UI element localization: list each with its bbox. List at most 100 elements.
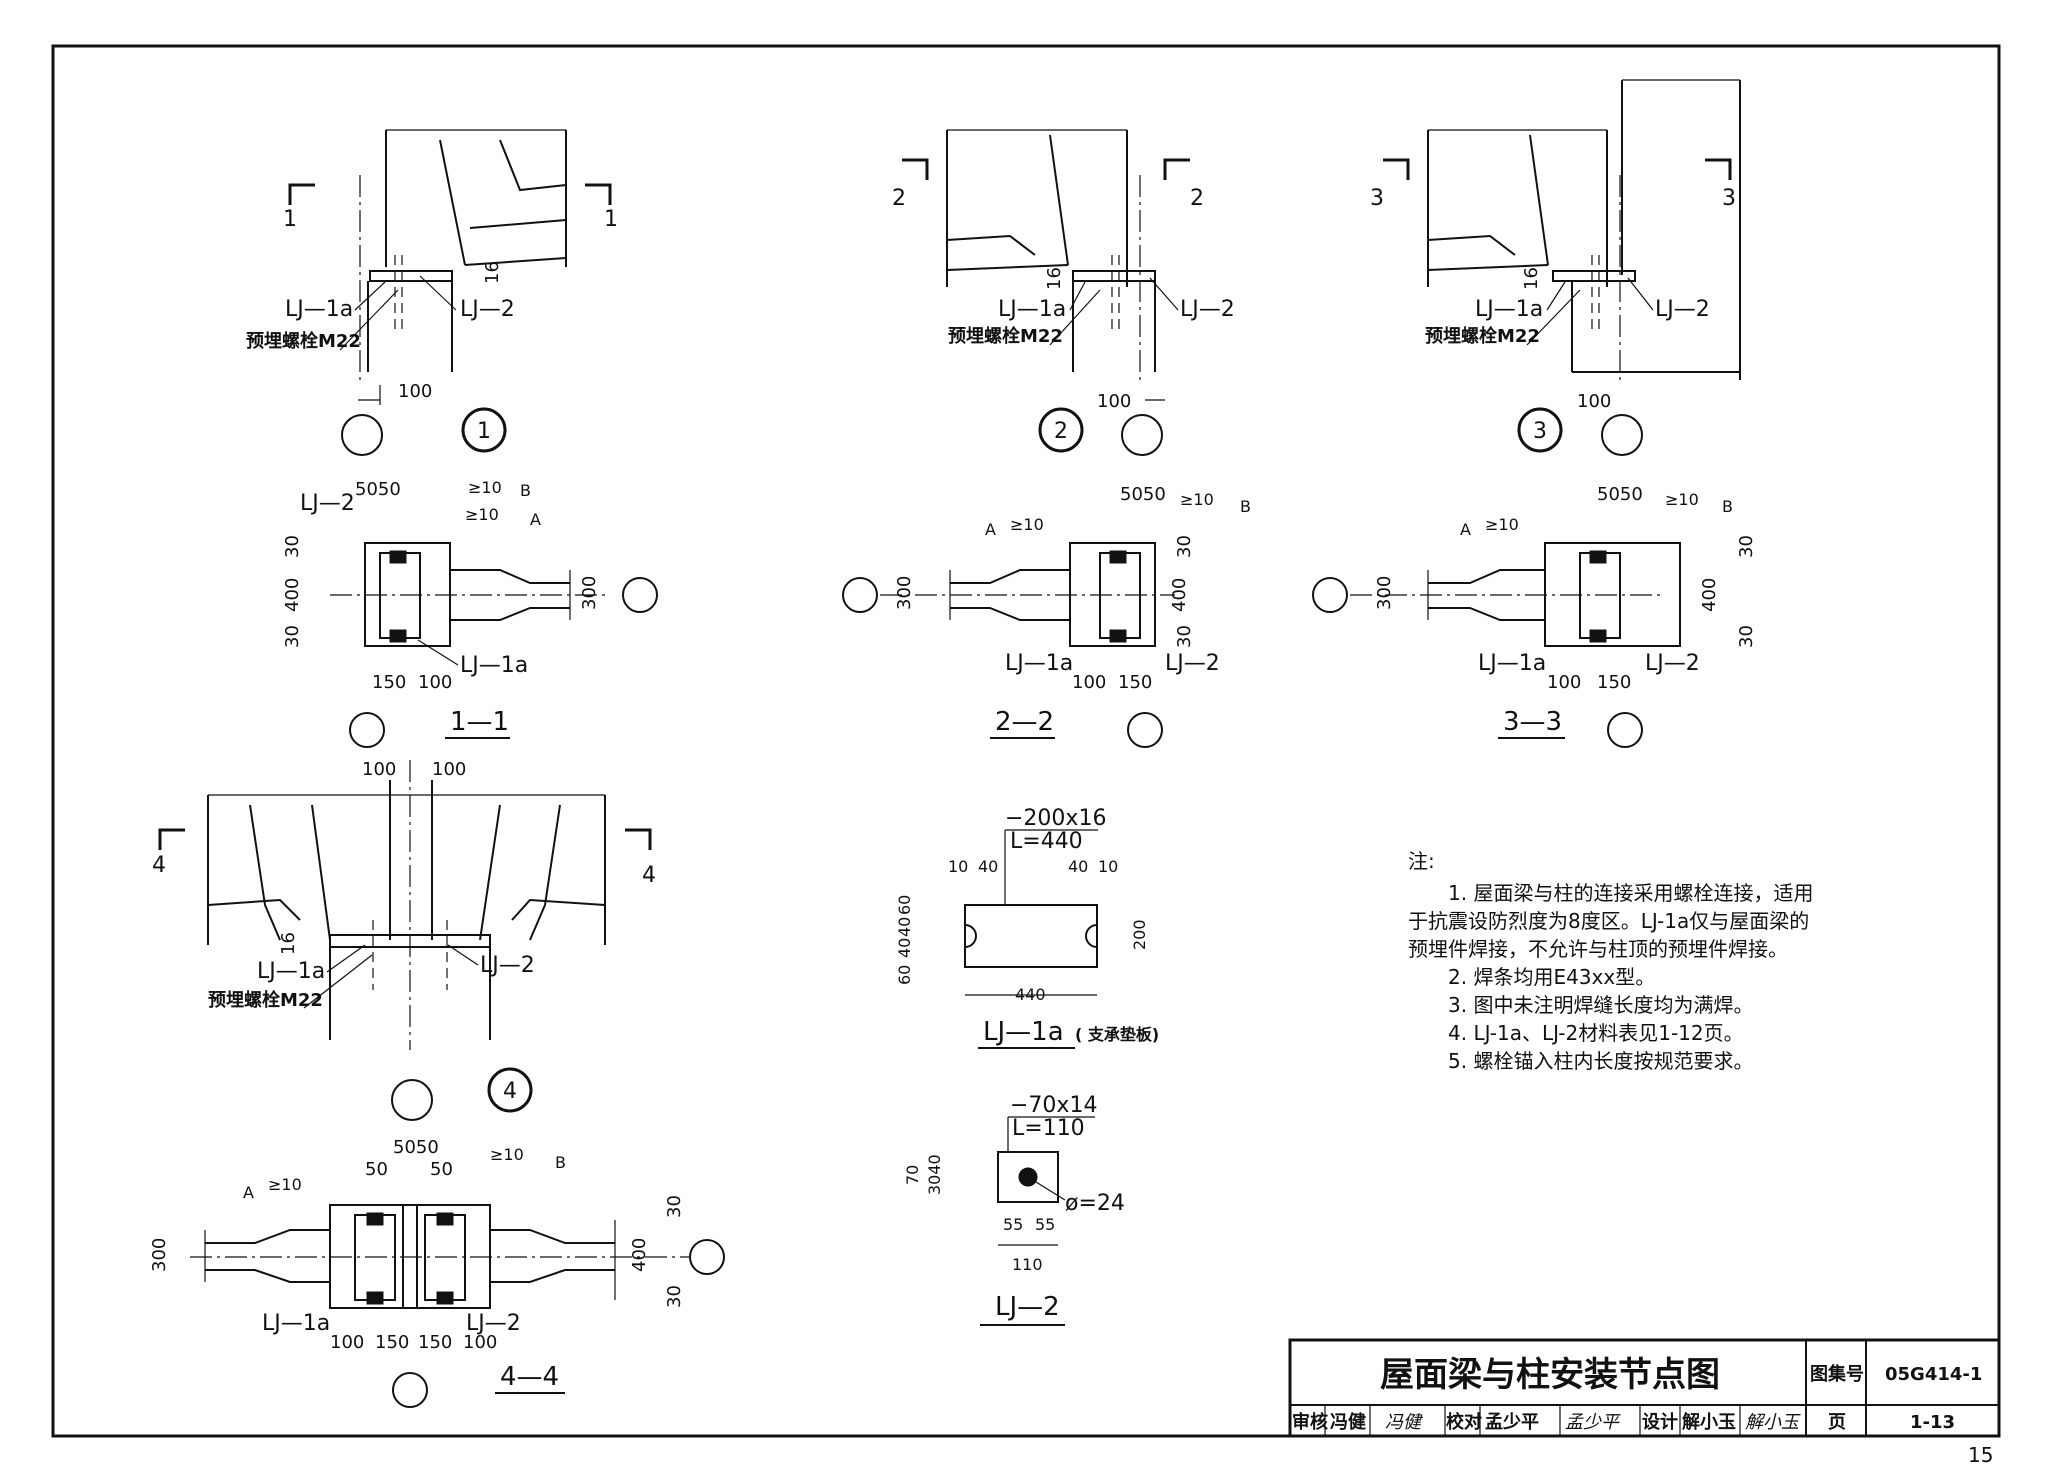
dim-100: 100 — [398, 381, 432, 402]
axis-circle-3-3-left — [1312, 577, 1348, 613]
section-2-2-plan: 300 400 30 30 A ≥10 5050 ≥10 B LJ—1a LJ—… — [842, 484, 1251, 748]
label-bolt-3: 预埋螺栓M22 — [1425, 325, 1540, 347]
label-lj2-4: LJ—2 — [480, 953, 535, 978]
dim-30-2b: 30 — [1174, 625, 1195, 648]
axis-circle-2-2-left — [842, 577, 878, 613]
label-lj2-11: LJ—2 — [300, 491, 355, 516]
dim-400-4: 400 — [629, 1238, 650, 1272]
dim-110: 110 — [1012, 1255, 1043, 1274]
dim-40-b: 40 — [1068, 857, 1088, 876]
section-4-4-plan: 300 400 30 30 A ≥10 50 5050 50 ≥10 B LJ—… — [149, 1137, 725, 1408]
dim-30-3a: 30 — [1736, 535, 1757, 558]
weld-A-2: A — [985, 520, 996, 539]
dim-70: 70 — [903, 1165, 922, 1185]
dim-300-4: 300 — [149, 1238, 170, 1272]
axis-circle-2-2-bottom — [1127, 712, 1163, 748]
plate-lj1a-title: LJ—1a — [983, 1017, 1064, 1047]
dim-30-1b: 30 — [282, 625, 303, 648]
weld-a-4: ≥10 — [268, 1175, 302, 1194]
plate-lj1a: −200x16 L=440 10 40 40 10 60 40 40 60 20… — [895, 806, 1159, 1049]
weld-b-3: ≥10 — [1665, 490, 1699, 509]
dim-10-b: 10 — [1098, 857, 1118, 876]
view-label-4-4: 4—4 — [500, 1362, 559, 1392]
label-lj1a-4: LJ—1a — [257, 959, 325, 984]
dim-55-b: 55 — [1035, 1215, 1055, 1234]
section-mark-4-left: 4 — [152, 853, 166, 878]
label-lj1a: LJ—1a — [285, 297, 353, 322]
detail-number-circle-4 — [487, 1067, 533, 1113]
weld-A-4: A — [243, 1183, 254, 1202]
page-label: 页 — [1828, 1412, 1846, 1433]
designer-signature: 解小玉 — [1745, 1412, 1801, 1433]
axis-circle-4 — [391, 1079, 433, 1121]
section-1-1-plan: 400 30 30 300 LJ—2 5050 ≥10 B ≥10 A LJ—1… — [282, 478, 658, 748]
dim-40-a: 40 — [978, 857, 998, 876]
label-lj2-33: LJ—2 — [1645, 651, 1700, 676]
note-line-5: 3. 图中未注明焊缝长度均为满焊。 — [1448, 993, 1753, 1017]
designer-name: 解小玉 — [1682, 1411, 1736, 1433]
section-3-3-plan: 300 400 30 30 A ≥10 5050 ≥10 B LJ—1a LJ—… — [1312, 484, 1757, 748]
note-line-3: 预埋件焊接，不允许与柱顶的预埋件焊接。 — [1408, 937, 1788, 961]
page-no: 1-13 — [1910, 1412, 1955, 1433]
dim-200: 200 — [1130, 919, 1149, 950]
label-bolt: 预埋螺栓M22 — [246, 330, 361, 352]
dim-150-1: 150 — [372, 672, 406, 693]
dim-3040: 3040 — [925, 1154, 944, 1195]
atlas-label: 图集号 — [1810, 1363, 1864, 1385]
label-lj1a-22: LJ—1a — [1005, 651, 1073, 676]
weld-A-1: A — [530, 510, 541, 529]
section-mark-3-left: 3 — [1370, 186, 1384, 211]
dim-50-4b: 50 — [430, 1159, 453, 1180]
axis-circle-3-3-bottom — [1607, 712, 1643, 748]
dim-16-4: 16 — [278, 932, 299, 955]
dim-100-2: 100 — [1097, 391, 1131, 412]
weld-B-1: B — [520, 481, 531, 500]
dim-30-3b: 30 — [1736, 625, 1757, 648]
label-lj1a-2: LJ—1a — [998, 297, 1066, 322]
dim-40-c: 40 — [895, 917, 914, 937]
dim-30-1a: 30 — [282, 535, 303, 558]
dim-16: 16 — [482, 261, 503, 284]
weld-B-4: B — [555, 1153, 566, 1172]
dim-150-3: 150 — [1597, 672, 1631, 693]
dim-100-11: 100 — [418, 672, 452, 693]
plate-lj1a-subtitle: ( 支承垫板) — [1075, 1025, 1159, 1044]
dim-40-d: 40 — [895, 938, 914, 958]
dim-100-4a: 100 — [362, 759, 396, 780]
sheet-page-number: 15 — [1968, 1443, 1993, 1467]
note-line-4: 2. 焊条均用E43xx型。 — [1448, 965, 1655, 989]
weld-B-2: B — [1240, 497, 1251, 516]
dim-60-a: 60 — [895, 895, 914, 915]
dim-50-4a: 50 — [365, 1159, 388, 1180]
sheet-border — [51, 44, 2001, 1438]
plate-lj1a-len: L=440 — [1010, 829, 1083, 854]
dim-400-3: 400 — [1699, 578, 1720, 612]
dim-5050-3: 5050 — [1597, 484, 1643, 505]
label-lj1a-44: LJ—1a — [262, 1311, 330, 1336]
dim-100-3: 100 — [1577, 391, 1611, 412]
dim-30-2a: 30 — [1174, 535, 1195, 558]
weld-a-3: ≥10 — [1485, 515, 1519, 534]
detail-number-2: 2 — [1054, 419, 1068, 444]
weld-B-3: B — [1722, 497, 1733, 516]
plate-lj2: −70x14 L=110 ø=24 70 3040 55 55 110 LJ—2 — [903, 1093, 1125, 1326]
dim-100-44b: 100 — [463, 1332, 497, 1353]
detail-4-elevation: 4 4 100 100 16 LJ—1a LJ—2 预埋螺栓M22 4 — [152, 759, 656, 1121]
dim-150-44a: 150 — [375, 1332, 409, 1353]
note-line-7: 5. 螺栓锚入柱内长度按规范要求。 — [1448, 1049, 1753, 1073]
note-line-1: 1. 屋面梁与柱的连接采用螺栓连接，适用 — [1448, 881, 1813, 905]
detail-number-circle-3 — [1517, 407, 1563, 453]
notes-title: 注: — [1408, 849, 1435, 873]
dim-300-3: 300 — [1374, 576, 1395, 610]
detail-number-circle-2 — [1038, 407, 1084, 453]
detail-number-4: 4 — [503, 1079, 517, 1104]
label-lj2: LJ—2 — [460, 297, 515, 322]
axis-circle-3 — [1601, 414, 1643, 456]
weld-A-3: A — [1460, 520, 1471, 539]
axis-circle-1-1-bottom — [349, 712, 385, 748]
axis-circle-2 — [1121, 414, 1163, 456]
dim-150-44b: 150 — [418, 1332, 452, 1353]
dim-150-2: 150 — [1118, 672, 1152, 693]
check-label: 校对 — [1446, 1411, 1482, 1433]
